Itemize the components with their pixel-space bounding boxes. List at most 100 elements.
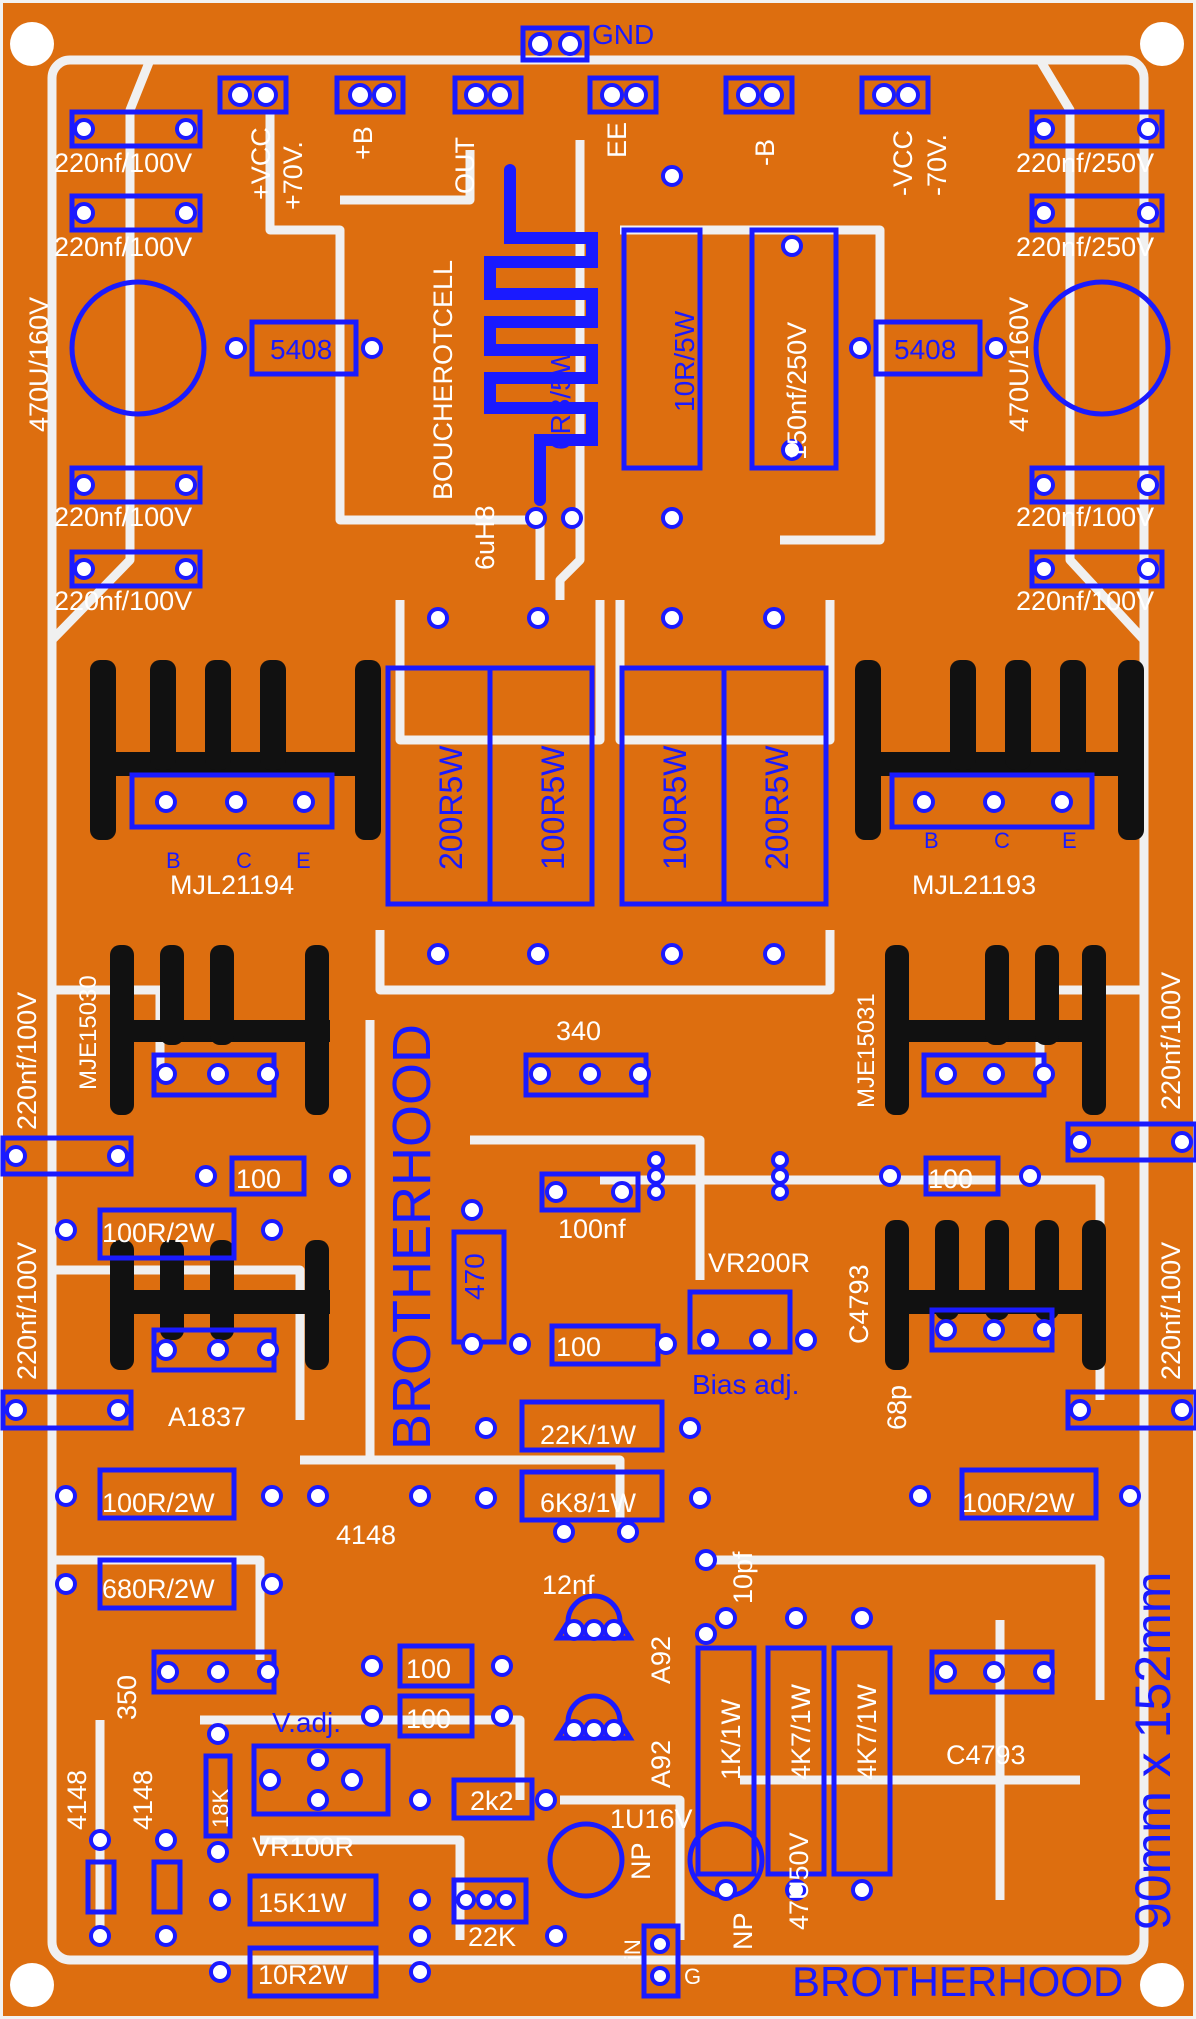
heatsink-mje15031 xyxy=(885,945,1106,1115)
input-in-label: iN xyxy=(620,1939,645,1960)
cap-220-100-label: 220nf/100V xyxy=(54,148,192,178)
top-connectors xyxy=(217,25,931,115)
pin-e-label: E xyxy=(296,848,311,873)
cap-470-label: 470U/160V xyxy=(1004,297,1034,432)
minus-vcc-label: -VCC xyxy=(888,130,918,196)
r100r2w-label: 100R/2W xyxy=(962,1488,1075,1518)
brand-vertical: BROTHERHOOD xyxy=(382,1024,442,1450)
r470-label: 470 xyxy=(459,1253,490,1300)
silkscreen-labels: GND +VCC +70V. +B OUT EE -B -VCC -70V. 2… xyxy=(12,19,1186,2005)
a92-label: A92 xyxy=(646,1740,676,1788)
c4793-label: C4793 xyxy=(946,1740,1026,1770)
cap-68p-label: 68p xyxy=(882,1385,912,1430)
cap-470-label: 470U/160V xyxy=(24,297,54,432)
diode-4148-label: 4148 xyxy=(62,1770,92,1830)
np-label: NP xyxy=(728,1912,758,1950)
cap-220-250-label: 220nf/250V xyxy=(1016,148,1154,178)
diode-5408-label: 5408 xyxy=(894,334,956,365)
cap-220-100-label: 220nf/100V xyxy=(1016,502,1154,532)
r200r5w-label: 200R5W xyxy=(433,745,469,870)
minus-b-label: -B xyxy=(750,139,780,166)
cap-220-100-label: 220nf/100V xyxy=(1016,586,1154,616)
brand-bottom: BROTHERHOOD xyxy=(792,1958,1123,2005)
r100r5w-label: 100R5W xyxy=(535,745,571,870)
heatsink-mjl21193 xyxy=(855,660,1144,840)
cap-220-250-label: 220nf/250V xyxy=(1016,232,1154,262)
r100-label: 100 xyxy=(236,1164,281,1194)
cap-1u-label: 1U16V xyxy=(610,1804,693,1834)
r10-5w-label: 10R/5W xyxy=(669,310,700,412)
r100-label: 100 xyxy=(928,1164,973,1194)
diode-5408-label: 5408 xyxy=(270,334,332,365)
boucherot-inductor-coil xyxy=(484,164,598,506)
pin-c-label: C xyxy=(236,848,252,873)
a1837-label: A1837 xyxy=(168,1402,246,1432)
r22k-label: 22K xyxy=(468,1922,516,1952)
cap-150n-label: 150nf/250V xyxy=(782,322,812,460)
r18k-label: 18K xyxy=(208,1789,233,1828)
mounting-holes xyxy=(10,22,1184,2007)
np-label: NP xyxy=(626,1842,656,1880)
r100r5w-label: 100R5W xyxy=(657,745,693,870)
pin-b-label: B xyxy=(166,848,181,873)
r100r2w-label: 100R/2W xyxy=(102,1218,215,1248)
pads xyxy=(5,32,1193,1986)
r4k7-label: 4K7/1W xyxy=(786,1683,816,1780)
r22k1w-label: 22K/1W xyxy=(540,1420,637,1450)
r6k8-label: 6K8/1W xyxy=(540,1488,637,1518)
r100-label: 100 xyxy=(556,1332,601,1362)
inductor-value-label: 6uH8 xyxy=(470,505,500,570)
r680-label: 680R/2W xyxy=(102,1574,215,1604)
mje15031-label: MJE15031 xyxy=(853,993,880,1108)
c4793-label: C4793 xyxy=(844,1264,874,1344)
minus-vcc-voltage-label: -70V. xyxy=(922,134,952,196)
vr200r-label: VR200R xyxy=(708,1248,810,1278)
mje15030-label: MJE15030 xyxy=(75,975,102,1090)
cap-220-100-vertical-label: 220nf/100V xyxy=(1156,972,1186,1110)
cap-12n-label: 12nf xyxy=(542,1570,595,1600)
r2k2-label: 2k2 xyxy=(470,1786,514,1816)
plus-b-label: +B xyxy=(348,126,378,160)
mjl21193-label: MJL21193 xyxy=(912,870,1036,900)
gnd-label: GND xyxy=(592,19,654,50)
heatsink-mjl21194 xyxy=(90,660,381,840)
mjl21194-label: MJL21194 xyxy=(170,870,294,900)
cap-220-100-vertical-label: 220nf/100V xyxy=(12,992,42,1130)
component-outlines xyxy=(0,109,1196,1999)
cap-10p-label: 10pf xyxy=(728,1551,758,1604)
out-label: OUT xyxy=(450,137,480,194)
r4k7-label: 4K7/1W xyxy=(852,1683,882,1780)
pin-b-label: B xyxy=(924,828,939,853)
boucherot-resistor-label: 6R8/5W xyxy=(545,348,576,450)
cap-220-100-label: 220nf/100V xyxy=(54,232,192,262)
a92-label: A92 xyxy=(646,1636,676,1684)
cap-100n-label: 100nf xyxy=(558,1214,626,1244)
cap-220-100-vertical-label: 220nf/100V xyxy=(12,1242,42,1380)
r100-label: 100 xyxy=(406,1654,451,1684)
q340-label: 340 xyxy=(556,1016,601,1046)
r100r2w-label: 100R/2W xyxy=(102,1488,215,1518)
ee-label: EE xyxy=(602,122,632,158)
diode-4148-label: 4148 xyxy=(128,1770,158,1830)
cap-220-100-label: 220nf/100V xyxy=(54,502,192,532)
input-g-label: G xyxy=(684,1964,701,1989)
r200r5w-label: 200R5W xyxy=(759,745,795,870)
heatsink-a1837 xyxy=(110,1240,330,1370)
vcc-voltage-label: +70V. xyxy=(278,141,308,210)
pin-c-label: C xyxy=(994,828,1010,853)
vadj-label: V.adj. xyxy=(272,1707,341,1738)
cap-220-100-vertical-label: 220nf/100V xyxy=(1156,1242,1186,1380)
vr100r-label: VR100R xyxy=(252,1832,354,1862)
r100-label: 100 xyxy=(406,1704,451,1734)
cap-220-100-label: 220nf/100V xyxy=(54,586,192,616)
diode-4148-label: 4148 xyxy=(336,1520,396,1550)
r10r2w-label: 10R2W xyxy=(258,1960,349,1990)
pin-e-label: E xyxy=(1062,828,1077,853)
r1k-label: 1K/1W xyxy=(716,1698,746,1780)
board-size-label: 90mm x 152mm xyxy=(1125,1572,1181,1930)
bias-adj-label: Bias adj. xyxy=(692,1369,799,1400)
vcc-label: +VCC xyxy=(246,127,276,200)
boucherot-label: BOUCHEROTCELL xyxy=(428,260,458,500)
cap-47u-label: 47U50V xyxy=(784,1832,814,1930)
